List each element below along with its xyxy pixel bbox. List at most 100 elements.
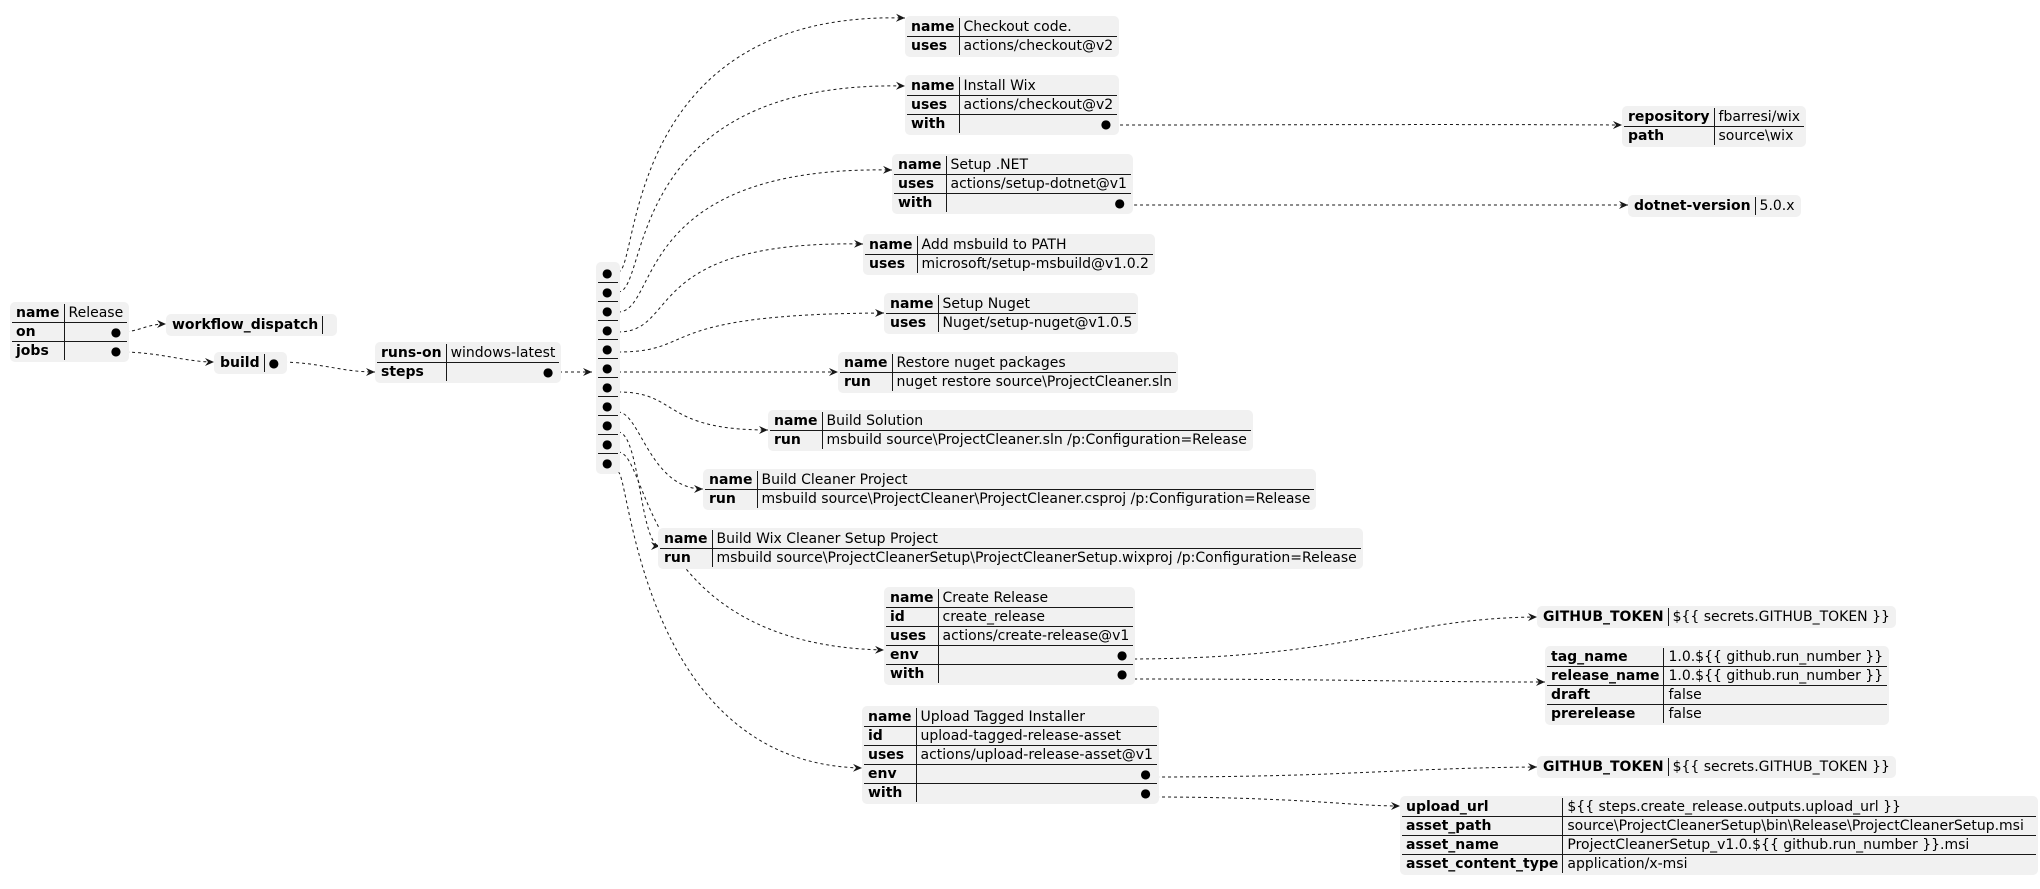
key-cell: env (886, 645, 939, 665)
value-cell: Build Solution (821, 412, 1251, 431)
key-cell: uses (907, 95, 960, 115)
key-cell: repository (1624, 108, 1715, 127)
value-cell: actions/create-release@v1 (937, 626, 1134, 646)
value-cell: upload-tagged-release-asset (915, 726, 1157, 746)
value-cell: Checkout code. (958, 18, 1118, 37)
key-cell: on (12, 322, 65, 342)
edge-build (277, 361, 376, 376)
value-cell: Setup Nuget (937, 295, 1137, 314)
edge-jobs (119, 351, 215, 366)
value-cell: ${{ secrets.GITHUB_TOKEN }} (1667, 758, 1894, 776)
key-cell: with (893, 193, 947, 212)
key-cell: id (886, 607, 939, 627)
key-cell: uses (863, 745, 917, 765)
key-cell: name (840, 354, 893, 373)
key-cell: name (864, 236, 918, 255)
key-cell: with (886, 664, 939, 683)
key-cell: name (886, 589, 939, 608)
key-cell: workflow_dispatch (168, 316, 324, 334)
table-row: with● (893, 193, 1131, 212)
key-cell: name (893, 156, 947, 175)
edge-step-4 (617, 309, 885, 353)
key-cell: id (863, 726, 917, 746)
array-item-dot-icon: ● (598, 282, 619, 302)
key-cell: name (659, 530, 713, 549)
edge-upload-env (1149, 763, 1538, 778)
upload-with-table: upload_url${{ steps.create_release.outpu… (1400, 796, 2039, 875)
value-cell: nuget restore source\ProjectCleaner.sln (891, 372, 1177, 391)
key-cell: name (907, 77, 960, 96)
link-dot-icon: ● (958, 114, 1118, 133)
value-cell: Restore nuget packages (891, 354, 1177, 373)
value-cell: 5.0.x (1754, 197, 1799, 215)
link-dot-icon: ● (263, 354, 286, 372)
value-cell: Install Wix (958, 77, 1118, 96)
value-cell: microsoft/setup-msbuild@v1.0.2 (916, 254, 1153, 273)
value-cell: false (1663, 704, 1888, 723)
edge-step-9 (617, 451, 885, 654)
key-cell: prerelease (1547, 704, 1665, 723)
link-dot-icon: ● (937, 645, 1134, 665)
on-table: workflow_dispatch (166, 314, 338, 336)
key-cell: GITHUB_TOKEN (1538, 608, 1669, 626)
table-row: GITHUB_TOKEN${{ secrets.GITHUB_TOKEN }} (1538, 608, 1894, 626)
edge-step-10 (617, 471, 863, 772)
key-cell: tag_name (1547, 648, 1665, 667)
key-cell: with (863, 783, 917, 802)
value-cell (322, 316, 336, 334)
link-dot-icon: ● (63, 341, 128, 360)
link-dot-icon: ● (63, 322, 128, 342)
array-item-dot-icon: ● (598, 339, 619, 359)
value-cell: actions/checkout@v2 (958, 95, 1118, 115)
table-row: workflow_dispatch (168, 316, 336, 334)
value-cell: ${{ secrets.GITHUB_TOKEN }} (1667, 608, 1894, 626)
array-item-dot-icon: ● (598, 453, 619, 472)
edge-step-6 (617, 391, 769, 434)
value-cell: actions/setup-dotnet@v1 (945, 174, 1131, 194)
key-cell: asset_name (1402, 835, 1564, 855)
link-dot-icon: ● (445, 362, 560, 381)
value-cell: Upload Tagged Installer (915, 708, 1157, 727)
key-cell: uses (864, 254, 918, 273)
array-item-dot-icon: ● (598, 415, 619, 435)
array-item-dot-icon: ● (598, 264, 619, 283)
value-cell: source\wix (1713, 126, 1805, 145)
key-cell: uses (907, 36, 960, 55)
table-row: jobs● (12, 341, 128, 360)
key-cell: name (863, 708, 917, 727)
value-cell: Create Release (937, 589, 1134, 608)
key-cell: run (659, 548, 713, 567)
value-cell: msbuild source\ProjectCleanerSetup\Proje… (711, 548, 1361, 567)
edge-step-7 (617, 411, 704, 493)
key-cell: steps (377, 362, 447, 381)
edge-step-8 (617, 431, 661, 550)
value-cell: application/x-msi (1562, 854, 2037, 873)
table-row: env● (863, 764, 1157, 784)
value-cell: actions/upload-release-asset@v1 (915, 745, 1157, 765)
key-cell: uses (886, 626, 939, 646)
